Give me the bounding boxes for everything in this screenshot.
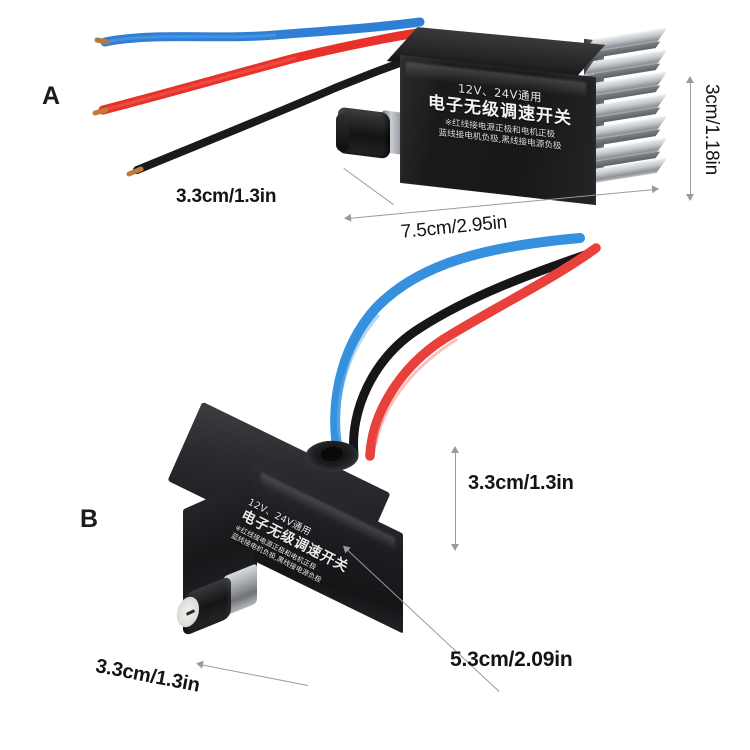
device-b-body: 12V、24V通用 电子无级调速开关 ※红线接电源正极和电机正极 蓝线接电机负极… bbox=[167, 401, 440, 637]
device-b-height-arrow-top bbox=[451, 446, 459, 453]
device-b-depth-dimension-label: 3.3cm/1.3in bbox=[93, 655, 202, 697]
device-b-depth-arrow-start bbox=[195, 659, 204, 669]
device-a-marker: A bbox=[42, 82, 61, 110]
device-a-body: 12V、24V通用 电子无级调速开关 ※红线接电源正极和电机正极 蓝线接电机负极… bbox=[386, 27, 668, 206]
device-a-width-arrow-left bbox=[343, 213, 352, 223]
device-a-width-arrow-right bbox=[651, 184, 660, 194]
device-b-marker: B bbox=[80, 505, 99, 533]
device-b-blue-wire bbox=[330, 233, 585, 457]
device-b-height-dimension-label: 3.3cm/1.3in bbox=[468, 472, 574, 494]
device-b-wire-bundle bbox=[280, 230, 620, 470]
device-a-wire-bundle bbox=[92, 17, 428, 198]
device-a-group: A bbox=[0, 0, 750, 270]
device-b-length-dimension-label: 5.3cm/2.09in bbox=[450, 648, 573, 671]
device-a-height-dimension-label: 3cm/1.18in bbox=[701, 84, 722, 175]
device-b-depth-dimension-line bbox=[199, 664, 308, 686]
device-a-black-wire bbox=[133, 52, 425, 174]
device-a-red-wire-tip bbox=[92, 107, 109, 116]
device-b-height-dimension-line bbox=[455, 452, 456, 544]
device-b-height-arrow-bottom bbox=[451, 544, 459, 551]
device-a-height-dimension-line bbox=[690, 82, 691, 194]
device-a-blue-wire-tip bbox=[94, 37, 110, 45]
device-a-depth-dimension-label: 3.3cm/1.3in bbox=[176, 186, 277, 207]
device-a-heatsink bbox=[582, 27, 668, 194]
device-b-black-wire bbox=[349, 249, 593, 459]
device-a-knob-face bbox=[336, 113, 349, 153]
device-a-height-arrow-bottom bbox=[686, 194, 694, 201]
device-a-height-arrow-top bbox=[686, 76, 694, 83]
device-b-red-wire bbox=[365, 243, 601, 461]
device-b-group: B 12V、24V通用 电子无级调速开关 bbox=[0, 230, 750, 750]
device-a-black-wire-tip bbox=[126, 166, 144, 177]
